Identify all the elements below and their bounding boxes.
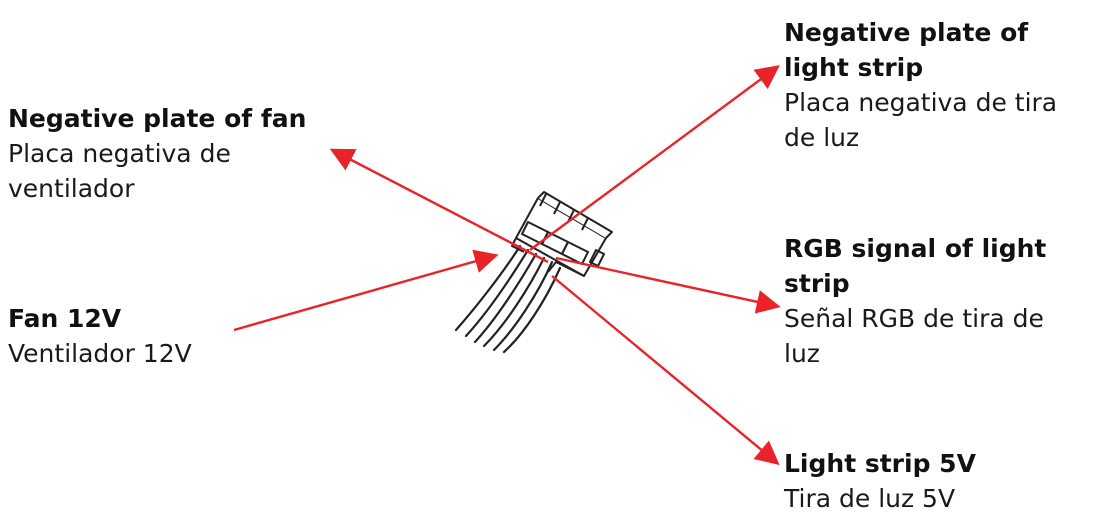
label-negative-plate-light-strip: Negative plate of light strip Placa nega… <box>784 15 1057 155</box>
label-en-line2: strip <box>784 269 850 298</box>
arrow-negative-plate-light <box>529 65 780 251</box>
arrow-light-strip-5v <box>551 275 780 466</box>
label-es-line1: Señal RGB de tira de <box>784 304 1044 333</box>
label-en-line1: RGB signal of light <box>784 234 1047 263</box>
arrow-negative-plate-fan <box>329 148 549 264</box>
connector-icon <box>511 191 613 277</box>
arrow-fan-12v <box>233 249 499 332</box>
label-fan-12v: Fan 12V Ventilador 12V <box>8 301 192 371</box>
label-en-line2: light strip <box>784 53 924 82</box>
label-es: Ventilador 12V <box>8 339 192 368</box>
label-es: Tira de luz 5V <box>784 484 956 513</box>
label-es-line2: luz <box>784 339 820 368</box>
arrows <box>233 65 781 466</box>
label-rgb-signal: RGB signal of light strip Señal RGB de t… <box>784 231 1046 371</box>
label-en: Negative plate of fan <box>8 104 307 133</box>
label-es-line1: Placa negativa de <box>8 139 231 168</box>
label-en: Light strip 5V <box>784 449 976 478</box>
label-es-line2: ventilador <box>8 174 135 203</box>
label-en: Fan 12V <box>8 304 122 333</box>
label-en-line1: Negative plate of <box>784 18 1029 47</box>
wire-bundle <box>454 244 562 354</box>
label-es-line2: de luz <box>784 123 860 152</box>
label-negative-plate-fan: Negative plate of fan Placa negativa de … <box>8 101 306 206</box>
arrow-rgb-signal <box>555 256 781 314</box>
label-light-strip-5v: Light strip 5V Tira de luz 5V <box>784 446 976 516</box>
label-es-line1: Placa negativa de tira <box>784 88 1058 117</box>
